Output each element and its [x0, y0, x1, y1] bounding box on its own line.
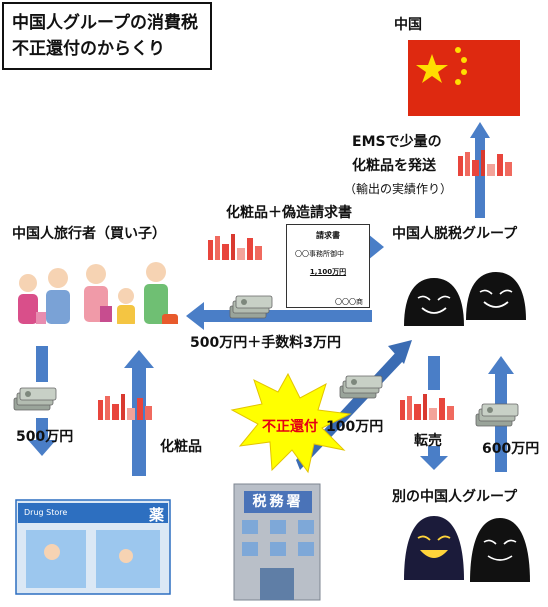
label-six-million: 600万円 [482, 441, 540, 457]
other-group-figure-2 [470, 518, 530, 582]
label-fraud-refund: 不正還付 [262, 419, 318, 435]
label-china: 中国 [394, 17, 422, 33]
tax-office-sign: 税務署 [244, 491, 312, 513]
title-line-1: 中国人グループの消費税 [12, 13, 198, 33]
title-box: 中国人グループの消費税 不正還付のからくり [2, 2, 212, 70]
travelers-illustration [10, 262, 178, 336]
invoice-recipient: 〇〇事務所御中 [295, 250, 344, 258]
cosmetics-icon-invoice-left [208, 234, 262, 260]
label-payment-fee: 500万円＋手数料3万円 [190, 335, 341, 351]
label-cosmetics-fake-invoice: 化粧品＋偽造請求書 [226, 205, 352, 221]
fraud-refund-burst [230, 372, 352, 474]
arrow-down-left [28, 346, 56, 456]
cosmetics-icon-ems [458, 150, 512, 176]
label-ems-line2: 化粧品を発送 [352, 158, 436, 174]
arrow-up-cosmetics [124, 350, 154, 476]
label-one-million: 100万円 [326, 419, 384, 435]
label-cosmetics: 化粧品 [160, 439, 202, 455]
label-ems-line1: EMSで少量の [352, 134, 442, 150]
cosmetics-icon-resale [400, 394, 454, 420]
arrow-to-china [470, 122, 490, 218]
money-icon-refund [339, 375, 383, 399]
invoice-document: 請求書 〇〇事務所御中 1,100万円 〇〇〇商 [286, 224, 370, 308]
label-other-group: 別の中国人グループ [392, 489, 518, 505]
invoice-title: 請求書 [316, 231, 340, 240]
tax-group-figure-1 [403, 277, 465, 327]
arrow-resale-down [420, 356, 448, 470]
money-icon-left [13, 387, 57, 411]
china-flag-stars [416, 47, 467, 85]
title-line-2: 不正還付のからくり [12, 39, 165, 59]
drugstore-name: Drug Store [24, 508, 68, 517]
drugstore-kanji: 薬 [148, 506, 164, 524]
drugstore-sign: Drug Store 薬 [18, 503, 168, 524]
china-flag [408, 40, 520, 116]
label-resale: 転売 [414, 433, 442, 449]
label-ems-note: （輸出の実績作り） [344, 182, 453, 196]
label-five-million: 500万円 [16, 429, 74, 445]
invoice-seller: 〇〇〇商 [335, 298, 363, 306]
other-group-figure-1 [404, 516, 464, 580]
label-tax-evasion-group: 中国人脱税グループ [392, 226, 518, 242]
invoice-amount: 1,100万円 [309, 268, 347, 276]
tax-group-figure-2 [465, 271, 527, 321]
label-travelers: 中国人旅行者（買い子） [12, 226, 166, 242]
money-icon-right [475, 403, 519, 427]
money-icon-payment [229, 295, 273, 319]
